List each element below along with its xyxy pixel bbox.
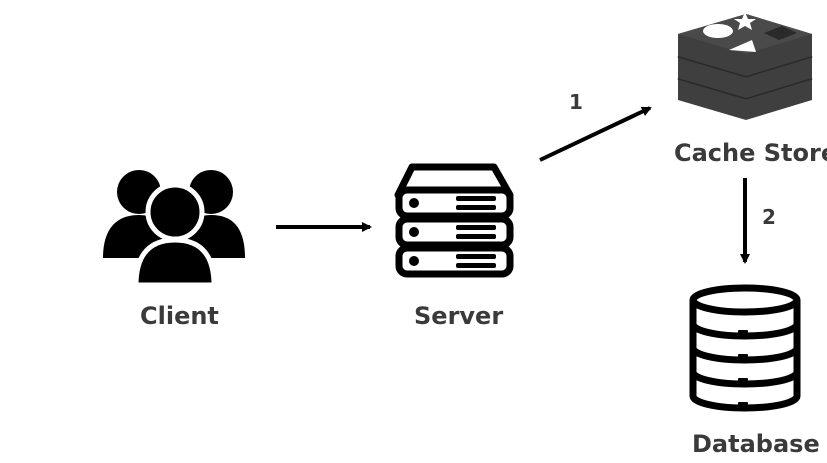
database-cylinder-icon [689,284,801,412]
database-slots [738,330,748,407]
edge-label-1: 1 [569,90,583,114]
arrow-server-to-cache [539,106,652,162]
node-label-server: Server [414,302,504,330]
users-group-icon [103,170,245,288]
node-label-client: Client [140,302,219,330]
node-label-cache-store: Cache Store [674,139,827,167]
edge-label-2: 2 [762,205,776,229]
server-rack-icon [394,163,514,278]
redis-stack-icon [677,12,813,120]
node-label-database: Database [692,430,820,458]
